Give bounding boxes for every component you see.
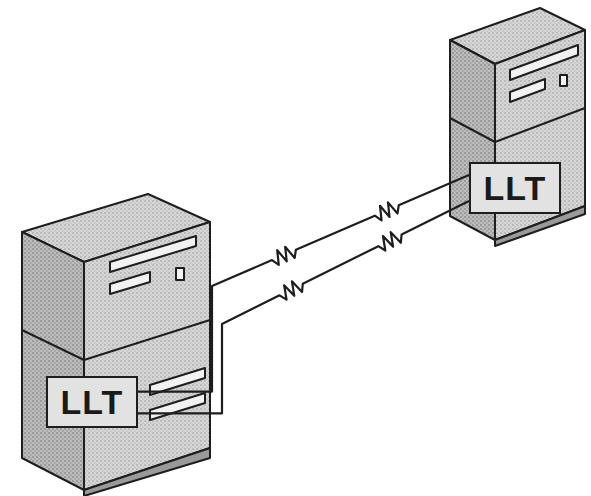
left-server xyxy=(22,194,210,496)
llt-label: LLT xyxy=(484,171,547,205)
right-server xyxy=(450,8,585,246)
llt-label: LLT xyxy=(61,385,124,419)
llt-label-box: LLT xyxy=(46,376,138,428)
llt-label-box: LLT xyxy=(469,162,561,214)
network-link xyxy=(138,201,469,413)
